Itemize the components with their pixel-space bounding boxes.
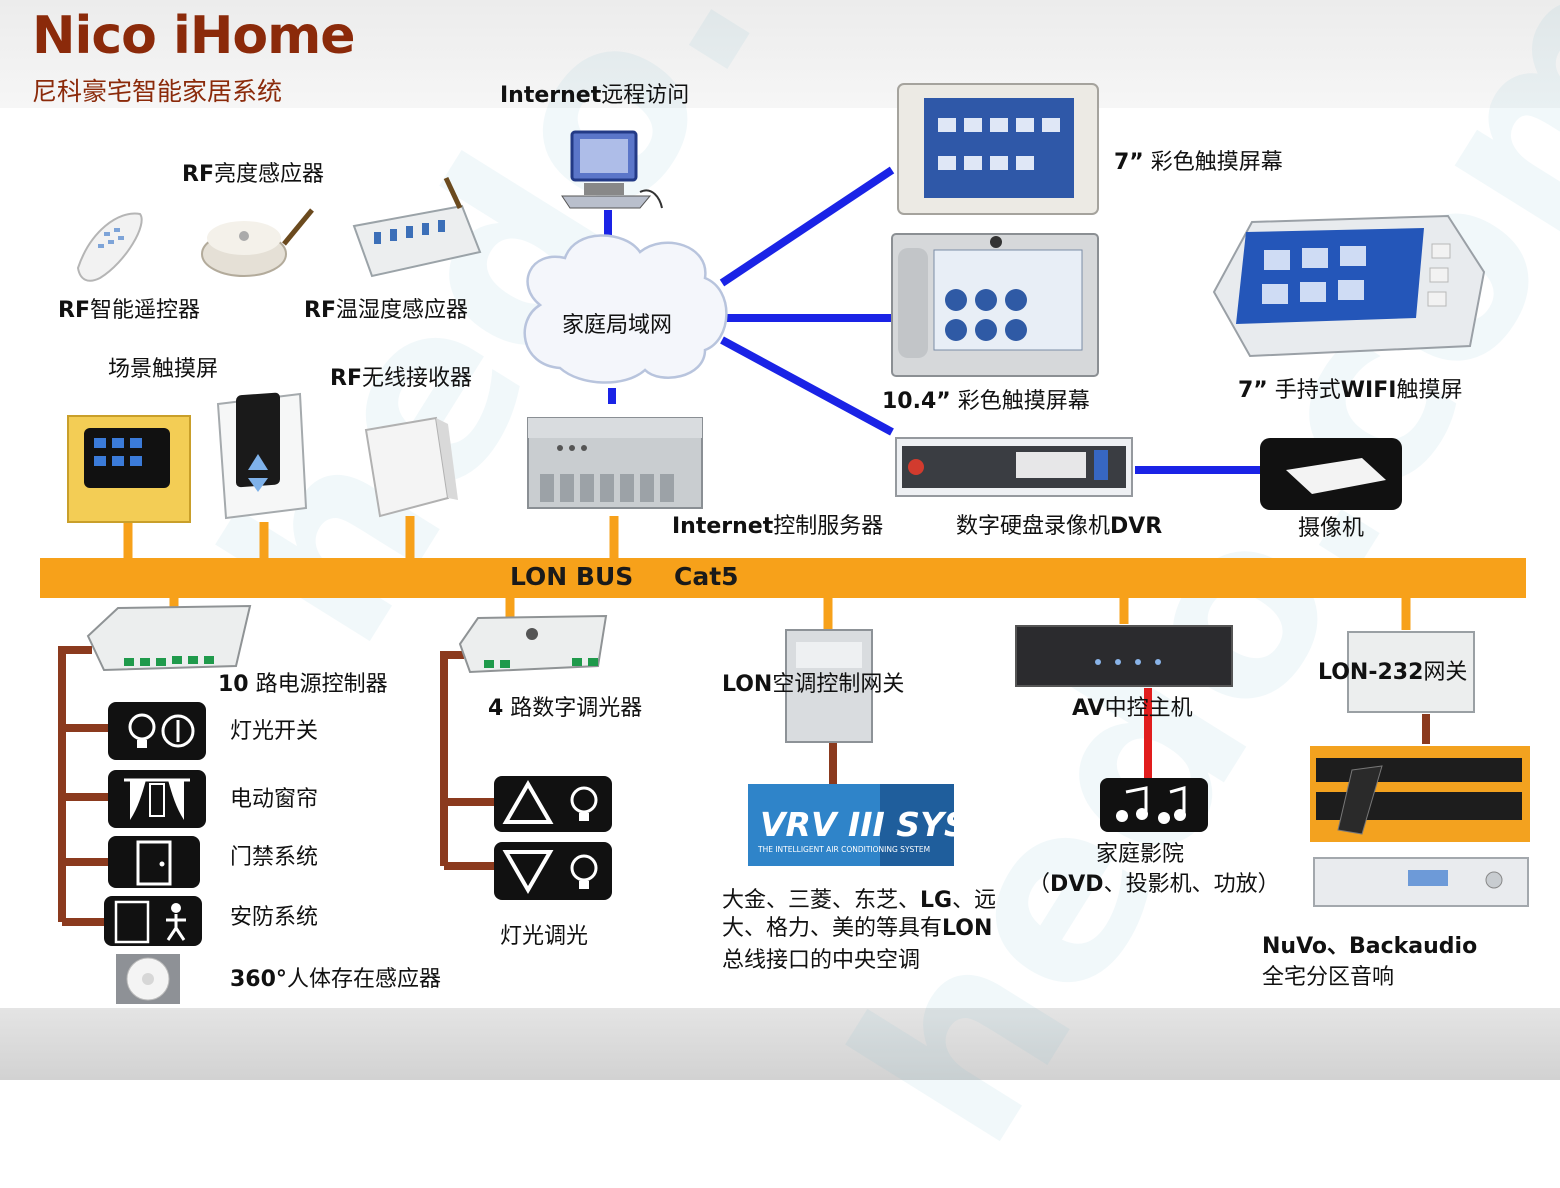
rf-light-sensor-image [201, 208, 314, 277]
lon232-gateway-image [1347, 631, 1475, 713]
label-ac-brands-line2: 大、格力、美的等具有LON [722, 916, 993, 941]
security-icon [104, 896, 202, 946]
vrv-logo-text: VRV III SYSTEM [760, 805, 1046, 844]
bus-cable: Cat5 [674, 562, 739, 591]
sensor-360-image [116, 954, 180, 1004]
label-audio-brands: NuVo、Backaudio [1262, 934, 1478, 959]
label-ac-brands-line3: 总线接口的中央空调 [722, 948, 921, 973]
power-branch [58, 646, 110, 926]
scene-touch-panel-image [67, 415, 191, 523]
computer-icon [561, 130, 663, 209]
label-security: 安防系统 [230, 905, 319, 930]
dimmer-branch [440, 651, 494, 870]
lan-cloud [523, 234, 728, 384]
rf-remote-image [76, 212, 143, 282]
label-ac-gateway: LON空调控制网关 [722, 672, 905, 697]
label-scene-touch: 场景触摸屏 [108, 357, 219, 382]
label-access-control: 门禁系统 [230, 845, 319, 870]
music-icon [1100, 778, 1208, 832]
footer-band [0, 1008, 1560, 1080]
network-diagram: VRV III SYSTEM THE INTELLIGENT AIR CONDI… [40, 83, 1530, 1004]
wifi-touchscreen-image [1212, 214, 1486, 358]
dimmer-controller-image [458, 614, 608, 674]
label-av-host: AV中控主机 [1072, 696, 1193, 721]
lon-bus [40, 516, 1526, 630]
link-lan-dvr [720, 336, 894, 436]
light-switch-icon [108, 702, 206, 760]
audio-system-image [1310, 746, 1530, 907]
label-ac-brands-line1: 大金、三菱、东芝、LG、远 [722, 888, 997, 913]
label-sensor-360: 360°人体存在感应器 [230, 967, 441, 992]
label-home-theater-devices: （DVD、投影机、功放） [1028, 872, 1280, 897]
dimmer-down-icon [494, 842, 612, 900]
camera-image [1260, 438, 1402, 510]
label-rf-light-sensor: RF亮度感应器 [182, 162, 324, 187]
touchscreen-10-image [891, 233, 1099, 377]
bus-name: LON BUS [510, 562, 634, 591]
door-icon [108, 836, 200, 888]
label-power-controller: 10 路电源控制器 [218, 672, 388, 697]
rf-temp-sensor-image [352, 176, 482, 278]
label-home-theater: 家庭影院 [1096, 842, 1185, 867]
label-internet-server: Internet控制服务器 [672, 514, 884, 539]
label-camera: 摄像机 [1298, 516, 1365, 541]
label-light-switch: 灯光开关 [230, 719, 319, 744]
label-internet-access: Internet远程访问 [500, 83, 690, 108]
vrv-logo: VRV III SYSTEM THE INTELLIGENT AIR CONDI… [748, 784, 1046, 866]
internet-server-image [527, 417, 703, 509]
dvr-image [895, 437, 1133, 497]
label-dimmer-controller: 4 路数字调光器 [488, 696, 643, 721]
label-wifi-touchscreen: 7” 手持式WIFI触摸屏 [1238, 378, 1463, 403]
label-audio-desc: 全宅分区音响 [1262, 965, 1395, 990]
lan-links [604, 166, 1260, 474]
curtain-icon [108, 770, 206, 828]
ac-gateway-image [785, 629, 873, 743]
label-lon232-gateway: LON-232网关 [1318, 660, 1468, 685]
rf-receiver-image [364, 416, 458, 518]
label-touchscreen-7: 7” 彩色触摸屏幕 [1114, 150, 1283, 175]
label-rf-temp-sensor: RF温湿度感应器 [304, 298, 468, 323]
vrv-tagline: THE INTELLIGENT AIR CONDITIONING SYSTEM [757, 845, 930, 854]
label-touchscreen-10: 10.4” 彩色触摸屏幕 [882, 389, 1090, 414]
link-lan-touch7 [719, 166, 895, 287]
brand-title: Nico iHome [32, 6, 356, 66]
label-dvr: 数字硬盘录像机DVR [956, 514, 1163, 539]
label-lan: 家庭局域网 [562, 313, 673, 338]
label-rf-remote: RF智能遥控器 [58, 298, 200, 323]
wall-switch-image [216, 392, 308, 520]
label-dimming: 灯光调光 [500, 924, 589, 949]
label-rf-receiver: RF无线接收器 [330, 366, 472, 391]
dimmer-up-icon [494, 776, 612, 832]
touchscreen-7-image [897, 83, 1099, 215]
header-band [0, 0, 1560, 108]
power-controller-image [86, 604, 252, 672]
label-curtain: 电动窗帘 [230, 787, 319, 812]
av-host-image [1015, 625, 1233, 687]
brand-subtitle: 尼科豪宅智能家居系统 [32, 77, 283, 106]
